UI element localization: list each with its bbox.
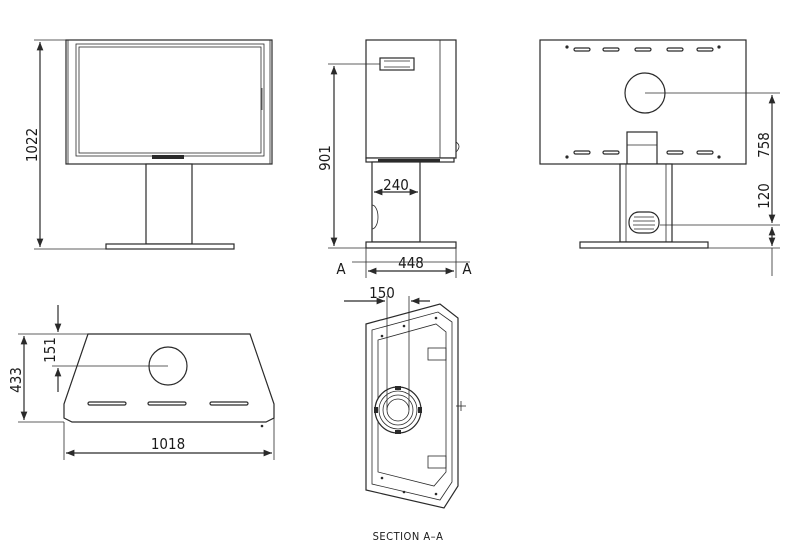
section-flue-collar	[374, 386, 422, 434]
section-marker-left: A	[336, 260, 346, 278]
section-caption: SECTION A–A	[373, 530, 444, 543]
dim-total-height: 1022	[23, 128, 41, 162]
dim-width: 1018	[151, 435, 185, 453]
plan-view: 151 433 1018	[7, 305, 275, 460]
dim-pedestal-width: 240	[383, 176, 409, 194]
dim-air-inlet-height: 120	[755, 183, 773, 209]
flue-collar	[379, 57, 415, 71]
dim-depth: 448	[398, 254, 424, 272]
section-marker-right: A	[462, 260, 472, 278]
dim-connection-height: 901	[316, 145, 334, 171]
rear-view: 758 120	[539, 39, 780, 276]
air-inlet-grille	[628, 211, 660, 234]
top-vents	[573, 47, 714, 52]
front-view: 1022	[23, 39, 273, 250]
section-view: 150 SECTION A–A	[344, 284, 466, 543]
dim-flue-diameter: 150	[369, 284, 395, 302]
dim-rear-outlet-height: 758	[755, 132, 773, 158]
dim-outlet-offset: 151	[41, 337, 59, 363]
dim-plan-depth: 433	[7, 367, 25, 393]
door-handle	[152, 155, 184, 159]
side-view: 901 240 448 A A	[316, 39, 472, 278]
